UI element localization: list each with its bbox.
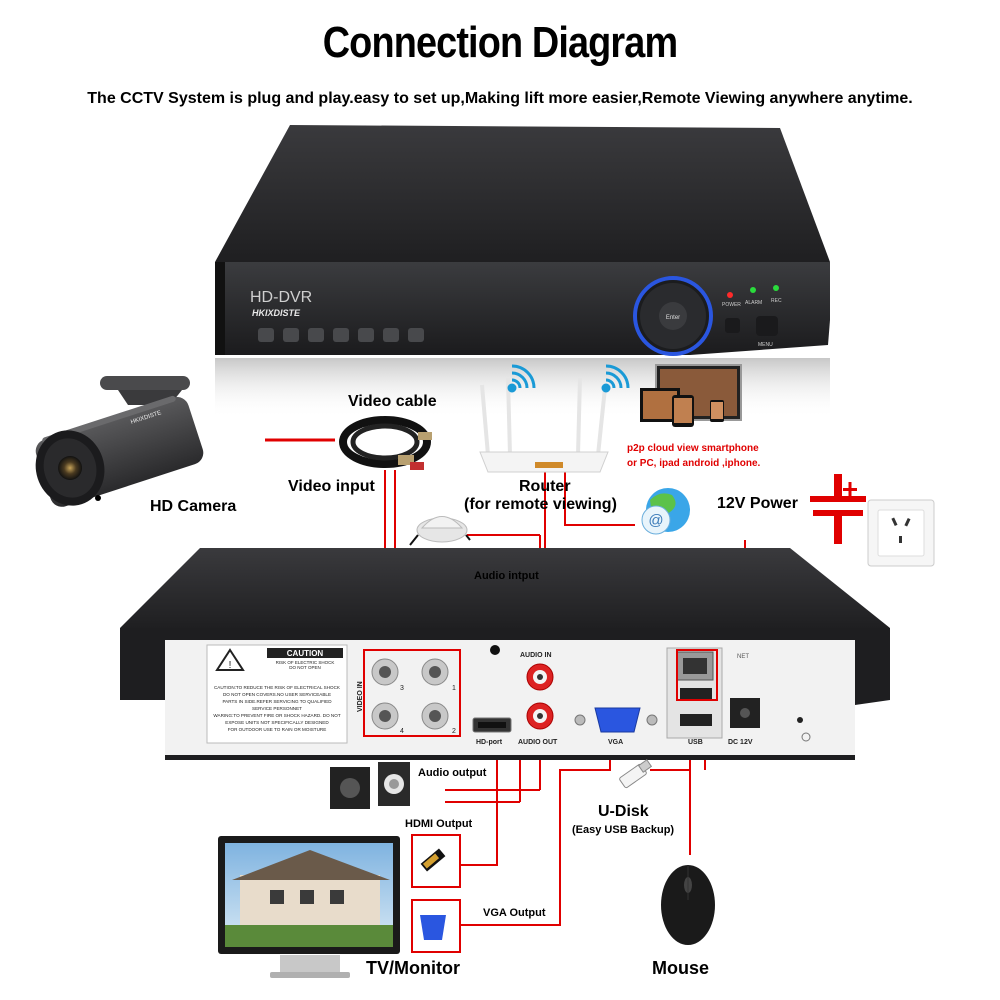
hd-camera-label: HD Camera	[150, 498, 237, 515]
front-button[interactable]	[283, 328, 299, 342]
router	[479, 377, 609, 473]
mouse-label: Mouse	[652, 958, 710, 978]
video-in-ports: VIDEO IN 3 1 4 2	[357, 649, 461, 737]
front-button[interactable]	[258, 328, 274, 342]
vga-port[interactable]	[594, 707, 641, 733]
router-label: Router	[519, 478, 571, 495]
front-button-row	[258, 328, 424, 342]
front-button[interactable]	[308, 328, 324, 342]
tv-monitor-label: TV/Monitor	[366, 958, 460, 978]
dc-label: DC 12V	[728, 739, 753, 746]
hd-camera: HKIXDISTE	[35, 376, 204, 507]
udisk-label: U-Disk	[598, 803, 649, 820]
indicator-rec: REC	[771, 298, 782, 304]
caution-label: ! CAUTION RISK OF ELECTRIC SHOCK DO NOT …	[206, 644, 348, 744]
svg-text:@: @	[648, 512, 663, 529]
dc-power-symbol	[810, 474, 866, 544]
alarm-led	[750, 287, 756, 293]
net-highlight	[676, 649, 718, 701]
microphone-dome	[409, 516, 471, 546]
usb-label: USB	[688, 739, 703, 746]
speakers	[330, 762, 410, 809]
tv-monitor	[218, 836, 400, 978]
wall-socket	[867, 499, 935, 567]
page-subtitle: The CCTV System is plug and play.easy to…	[87, 90, 913, 107]
audio-out-label: AUDIO OUT	[518, 739, 558, 746]
front-button[interactable]	[383, 328, 399, 342]
caution-text-line: FOR OUTDOOR USE TO RAIN OR MOISTURE	[228, 727, 327, 732]
video-input-label: Video input	[288, 478, 375, 495]
hdmi-port[interactable]	[472, 717, 512, 733]
udisk-sub-label: (Easy USB Backup)	[572, 824, 675, 836]
wifi-icon	[601, 364, 630, 393]
dvr-back-unit: ! CAUTION RISK OF ELECTRIC SHOCK DO NOT …	[120, 548, 890, 760]
front-small-button[interactable]	[725, 318, 740, 333]
vga-cable	[411, 899, 461, 953]
dc-power-port[interactable]	[730, 698, 760, 728]
net-label: NET	[737, 654, 749, 660]
indicator-power: POWER	[722, 302, 741, 308]
video-in-highlight	[363, 649, 461, 737]
audio-out-port[interactable]	[526, 702, 554, 730]
front-button[interactable]	[408, 328, 424, 342]
rec-led	[773, 285, 779, 291]
bnc-port[interactable]	[421, 702, 449, 730]
front-button[interactable]	[358, 328, 374, 342]
usb-port[interactable]	[680, 688, 712, 700]
caution-text-line: WARING:TO PREVENT FIRE OR SHOCK HAZARD. …	[213, 713, 340, 718]
audio-in-port[interactable]	[526, 663, 554, 691]
power-12v-label: 12V Power	[717, 495, 798, 512]
remote-devices-image	[640, 364, 742, 427]
menu-label: MENU	[758, 342, 773, 348]
bnc-port[interactable]	[421, 658, 449, 686]
svg-text:!: !	[229, 660, 232, 671]
page-title: Connection Diagram	[322, 18, 678, 67]
caution-text-line: EXPOSE UNITS NOT SPECIFICALLY DESIGNED	[225, 720, 329, 725]
audio-in-label: AUDIO IN	[520, 652, 552, 659]
jog-dial[interactable]: Enter	[633, 276, 713, 356]
router-sub-label: (for remote viewing)	[464, 496, 617, 513]
video-cable-label: Video cable	[348, 393, 437, 410]
wifi-icon	[507, 364, 536, 393]
hdmi-cable	[411, 834, 461, 888]
mouse-device	[661, 865, 715, 945]
hd-port-label: HD-port	[476, 739, 503, 746]
indicator-alarm: ALARM	[745, 300, 762, 306]
video-in-label: VIDEO IN	[357, 681, 364, 712]
internet-globe-icon: @	[641, 488, 690, 535]
vga-output-label: VGA Output	[483, 907, 546, 919]
hdmi-output-label: HDMI Output	[405, 818, 473, 830]
channel-label: 2	[452, 728, 456, 735]
caution-text-line: PARTS IN SIDE.REFER SERVICING TO QUALIFI…	[222, 699, 332, 704]
bnc-port[interactable]	[371, 702, 399, 730]
caution-sub2: DO NOT OPEN	[289, 665, 320, 670]
net-port[interactable]	[676, 651, 714, 681]
enter-label: Enter	[666, 315, 680, 321]
bnc-port[interactable]	[371, 658, 399, 686]
caution-text-line: SERVICE PERSONNET	[252, 706, 302, 711]
usb-drive	[619, 759, 653, 789]
caution-text-line: DO NOT OPEN COVERS.NO USER SERVICEABLE	[223, 692, 331, 697]
p2p-line2: or PC, ipad android ,iphone.	[627, 458, 761, 469]
usb-port[interactable]	[680, 714, 712, 726]
menu-button[interactable]	[756, 316, 778, 336]
caution-title: CAUTION	[287, 649, 324, 658]
front-button[interactable]	[333, 328, 349, 342]
p2p-line1: p2p cloud view smartphone	[627, 443, 759, 454]
channel-label: 3	[400, 685, 404, 692]
audio-input-label: Audio intput	[474, 570, 539, 582]
caution-sub1: RISK OF ELECTRIC SHOCK	[276, 660, 335, 665]
vga-label: VGA	[608, 739, 623, 746]
caution-text-line: CAUTION:TO REDUCE THE RISK OF ELECTRICAL…	[214, 685, 341, 690]
dvr-brand-label: HKIXDISTE	[252, 308, 301, 318]
channel-label: 4	[400, 728, 404, 735]
audio-output-label: Audio output	[418, 767, 487, 779]
channel-label: 1	[452, 685, 456, 692]
video-cable-coil	[339, 416, 432, 470]
power-led	[727, 292, 733, 298]
dvr-model-label: HD-DVR	[250, 289, 312, 306]
